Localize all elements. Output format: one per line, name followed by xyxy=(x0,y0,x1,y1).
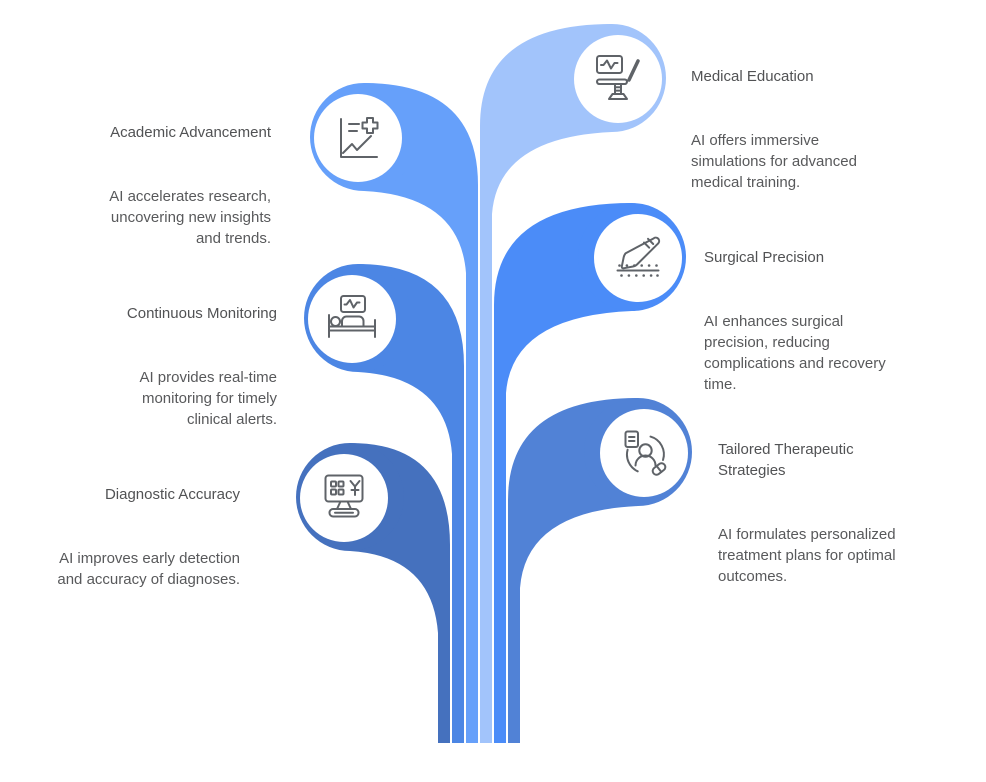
item-body: AI formulates personalized treatment pla… xyxy=(718,526,896,585)
item-title: Tailored Therapeutic Strategies xyxy=(718,441,854,479)
branch-academic-advancement xyxy=(310,83,478,743)
branch-head-inner xyxy=(600,409,688,497)
item-body: AI offers immersive simulations for adva… xyxy=(691,132,857,191)
branch-head-inner xyxy=(308,275,396,363)
branch-head-inner xyxy=(300,454,388,542)
scalpel-incision-icon xyxy=(616,236,661,277)
branch-surgical-precision xyxy=(494,203,686,743)
text-block-tailored-therapeutic-strategies: Tailored Therapeutic Strategies AI formu… xyxy=(718,418,958,608)
stitch-dots xyxy=(618,264,659,277)
branch-stem xyxy=(494,203,632,743)
branch-tailored-therapeutic-strategies xyxy=(508,398,692,743)
growth-chart-medical-icon xyxy=(340,117,379,158)
item-title: Surgical Precision xyxy=(704,249,825,266)
branch-medical-education xyxy=(480,24,666,743)
item-body: AI accelerates research, uncovering new … xyxy=(109,188,271,247)
patient-bed-monitor-icon xyxy=(328,295,376,338)
branch-stem xyxy=(358,264,464,743)
text-block-academic-advancement: Academic Advancement AI accelerates rese… xyxy=(21,101,271,270)
branch-diagnostic-accuracy xyxy=(296,443,450,743)
text-block-surgical-precision: Surgical Precision AI enhances surgical … xyxy=(704,226,954,416)
text-block-diagnostic-accuracy: Diagnostic Accuracy AI improves early de… xyxy=(0,463,240,611)
item-title: Medical Education xyxy=(691,68,814,85)
item-title: Diagnostic Accuracy xyxy=(104,486,240,503)
text-block-continuous-monitoring: Continuous Monitoring AI provides real-t… xyxy=(27,282,277,451)
item-body: AI improves early detection and accuracy… xyxy=(57,550,240,588)
item-body: AI enhances surgical precision, reducing… xyxy=(704,313,886,393)
branch-continuous-monitoring xyxy=(304,264,464,743)
item-body: AI provides real-time monitoring for tim… xyxy=(139,369,277,428)
branch-head-inner xyxy=(594,214,682,302)
personalized-treatment-icon xyxy=(624,430,667,476)
branch-head-inner xyxy=(314,94,402,182)
text-block-medical-education: Medical Education AI offers immersive si… xyxy=(691,45,931,214)
item-title: Continuous Monitoring xyxy=(126,305,277,322)
exam-chair-icon xyxy=(596,55,640,100)
diagnostic-machine-icon xyxy=(324,474,364,518)
item-title: Academic Advancement xyxy=(110,124,271,141)
